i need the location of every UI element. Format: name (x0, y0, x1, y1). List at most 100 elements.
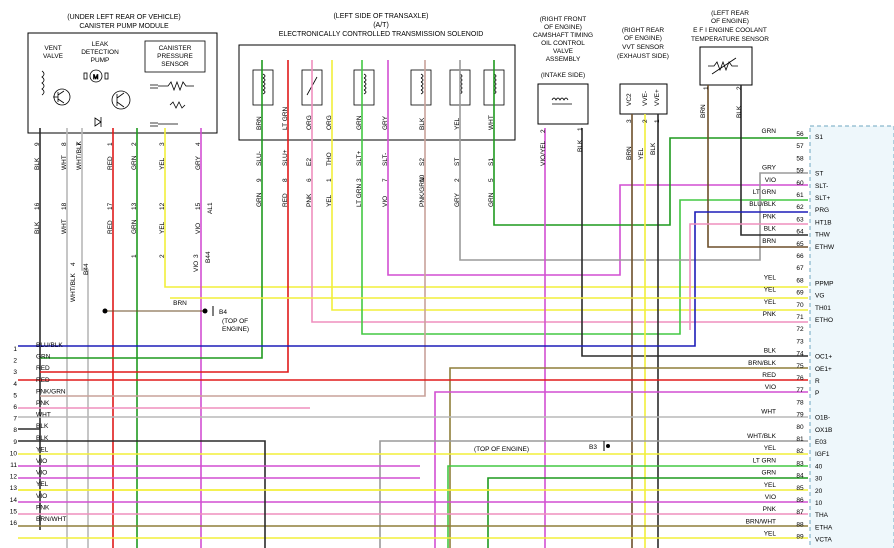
splice-b4: BRN B4 (TOP OF ENGINE) (102, 300, 249, 333)
camshaft-line6: ASSEMBLY (546, 56, 581, 63)
ecm-signal-60: SLT- (815, 183, 828, 190)
left-wire-num-8: 8 (13, 427, 17, 434)
left-wire-num-5: 5 (13, 392, 17, 399)
grn-pin-1: 1 (131, 254, 138, 258)
wire-cool-brn (707, 85, 808, 248)
wire-ecm-77 (434, 391, 808, 548)
ecm-wire-label-84: GRN (762, 470, 777, 477)
ecm-wire-label-88: BRN/WHT (746, 518, 776, 525)
wire-ecm-84 (487, 477, 808, 548)
ecm-pin-62: 62 (796, 204, 804, 211)
coolant-pin-1: 2 (736, 86, 743, 90)
left-wire-label-13: YEL (36, 481, 49, 488)
cam-wire-0: VIO/YEL (540, 140, 547, 166)
cam-pin-1: 1 (577, 127, 584, 131)
ecm-wire-label-81: WHT/BLK (747, 433, 777, 440)
b44-wht-blk-pin: 4 (70, 262, 77, 266)
wire-ca-yel (164, 128, 808, 288)
coolant-line2: OF ENGINE) (711, 18, 749, 25)
wire-left-blk2 (18, 440, 266, 548)
canister-pin2-5: 15 (195, 202, 202, 210)
yel-pin-2: 2 (159, 254, 166, 258)
wire-ecm-63 (689, 223, 808, 330)
left-wire-label-10: YEL (36, 446, 49, 453)
splice-b4-label: B4 (219, 309, 227, 316)
splice-b4-note2: ENGINE) (222, 326, 249, 333)
left-wire-num-15: 15 (10, 508, 18, 515)
ecm-pin-85: 85 (796, 485, 804, 492)
coolant-thermistor-icon (708, 57, 738, 75)
ecm-signal-69: VG (815, 293, 824, 300)
ecm-pin-76: 76 (796, 375, 804, 382)
left-wire-label-14: VIO (36, 493, 47, 500)
canister-wire-0: BLK (34, 157, 41, 170)
ecm-signal-64: THW (815, 232, 831, 239)
trans-wire-0: BRN (256, 116, 263, 130)
coolant-wire-1: BLK (736, 105, 743, 118)
coolant-line1: (LEFT REAR (711, 10, 749, 17)
canister-pin-5: 3 (159, 142, 166, 146)
ecm-pin-77: 77 (796, 387, 804, 394)
vvt-signal-1: VVE- (642, 91, 649, 106)
canister-pressure-sensor-box (144, 40, 206, 73)
trans-wire2-0: GRN (256, 192, 263, 207)
ecm-signal-84: 30 (815, 476, 823, 483)
trans-pin-2: 6 (306, 178, 313, 182)
left-wire-num-14: 14 (10, 497, 18, 504)
trans-wire2-7: GRY (454, 192, 461, 207)
ecm-pin-65: 65 (796, 241, 804, 248)
trans-wire-7: YEL (454, 117, 461, 130)
ecm-wire-label-83: LT GRN (753, 457, 777, 464)
trans-wire2-4: LT GRN (356, 183, 363, 207)
splice-b4-wire-label: BRN (173, 300, 187, 307)
cam-wire-1: BLK (577, 139, 584, 152)
vvt-signal-0: VC2 (626, 93, 633, 106)
vvt-line3: VVT SENSOR (622, 44, 664, 51)
camshaft-line3: CAMSHAFT TIMING (533, 32, 593, 39)
left-wire-num-9: 9 (13, 439, 17, 446)
canister-pin-4: 2 (131, 142, 138, 146)
solenoid-coils-icon (252, 69, 505, 106)
ecm-signal-82: IGF1 (815, 451, 830, 458)
ecm-wire-label-82: YEL (764, 445, 777, 452)
camshaft-line4: OIL CONTROL (541, 40, 585, 47)
canister-pin2-2: 17 (107, 202, 114, 210)
transaxle-title-line1: (LEFT SIDE OF TRANSAXLE) (333, 13, 428, 20)
left-wire-label-15: PNK (36, 504, 50, 511)
vent-valve-line2: VALVE (43, 53, 64, 60)
left-wire-label-16: BRN/WHT (36, 516, 66, 523)
canister-pin-1: 8 (61, 142, 68, 146)
wire-ta-gry-vio (387, 60, 808, 276)
leak-pump-label: LEAK DETECTION PUMP (81, 41, 119, 64)
ecm-wire-label-79: WHT (761, 409, 776, 416)
left-wire-label-3: RED (36, 365, 50, 372)
trans-wire2-8: GRN (488, 192, 495, 207)
splice-b3: (TOP OF ENGINE) B3 (474, 441, 610, 453)
ecm-signal-65: ETHW (815, 244, 835, 251)
b44-label-a: B44 (83, 263, 90, 275)
left-wire-label-1: BLU/BLK (36, 342, 63, 349)
leak-pump-line3: PUMP (91, 57, 110, 64)
ecm-pin-68: 68 (796, 277, 804, 284)
ecm-pin-80: 80 (796, 424, 804, 431)
canister-wire2-al1: AL1 (207, 202, 214, 214)
canister-wire-2: WHT/BLK (76, 140, 83, 170)
vvt-wire-2: BLK (650, 142, 657, 155)
trans-pin-6: 10 (419, 174, 426, 182)
trans-signal-3: THO (326, 152, 333, 166)
ecm-pin-58: 58 (796, 155, 804, 162)
trans-signal-7: ST (454, 158, 461, 166)
vvt-pin-1: 2 (642, 119, 649, 123)
splice-b4-dot-left (102, 308, 108, 314)
trans-pin-7: 2 (454, 178, 461, 182)
trans-pin-5: 7 (382, 178, 389, 182)
ecm-signal-62: PRG (815, 207, 829, 214)
ecm-signal-80: OX1B (815, 427, 832, 434)
ecm-wire-label-76: RED (762, 372, 776, 379)
camshaft-line7: (INTAKE SIDE) (541, 72, 585, 79)
canister-wire2-1: WHT (61, 219, 68, 234)
ecm-signal-87: THA (815, 512, 829, 519)
camshaft-line1: (RIGHT FRONT (540, 16, 586, 23)
pressure-sensor-line2: PRESSURE (157, 53, 193, 60)
